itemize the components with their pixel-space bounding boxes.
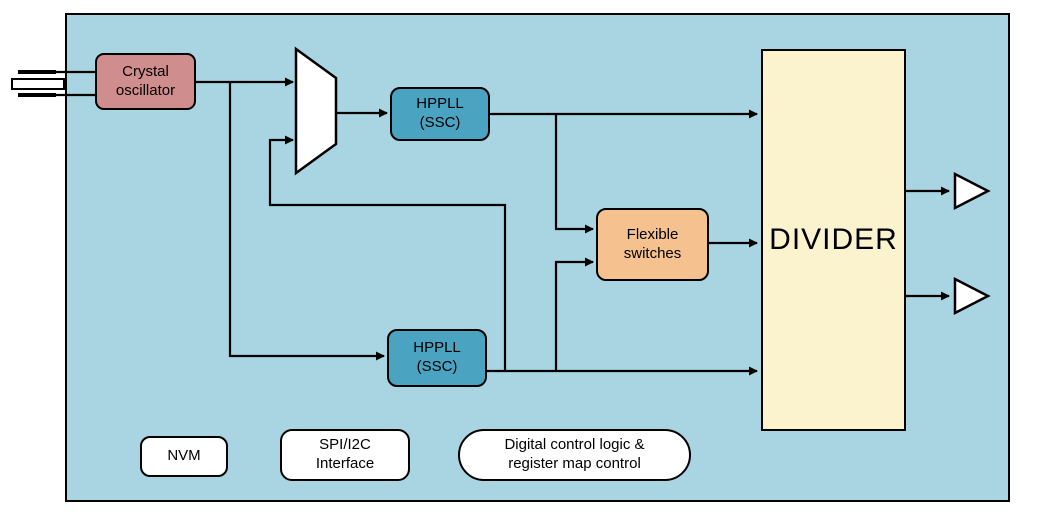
hppll-top-box: HPPLL (SSC) (390, 87, 490, 141)
nvm-label: NVM (167, 447, 201, 465)
divider-label: DIVIDER (769, 223, 898, 257)
digital-control-box: Digital control logic & register map con… (458, 429, 691, 481)
flexible-switches-label: Flexible switches (623, 225, 682, 262)
digital-control-label: Digital control logic & register map con… (504, 436, 645, 472)
hppll-bottom-box: HPPLL (SSC) (387, 329, 487, 387)
flexible-switches-box: Flexible switches (596, 208, 709, 281)
crystal-oscillator-box: Crystal oscillator (95, 53, 196, 110)
nvm-box: NVM (140, 436, 228, 477)
spi-i2c-box: SPI/I2C Interface (280, 429, 410, 481)
spi-i2c-label: SPI/I2C Interface (315, 436, 375, 472)
hppll-bottom-label: HPPLL (SSC) (413, 339, 461, 375)
hppll-top-label: HPPLL (SSC) (416, 95, 464, 131)
crystal-icon (11, 70, 65, 97)
crystal-oscillator-label: Crystal oscillator (115, 62, 176, 99)
divider-box: DIVIDER (761, 49, 906, 431)
